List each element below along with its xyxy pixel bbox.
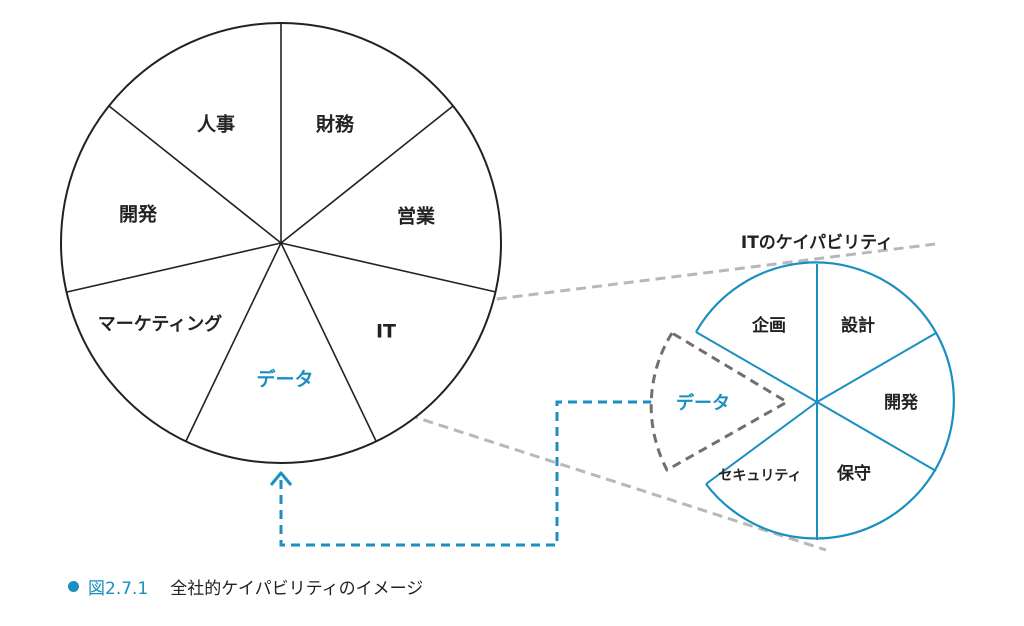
detail-segment-label-maintenance: 保守 — [836, 463, 871, 484]
main-segment-label-development: 開発 — [119, 203, 158, 226]
main-circle: 人事 財務 営業 IT データ マーケティング 開発 — [60, 22, 502, 464]
detail-segment-label-design: 設計 — [841, 315, 875, 336]
detail-circle: 企画 設計 開発 保守 セキュリティ — [695, 261, 955, 540]
link-dashed-path — [279, 400, 652, 547]
figure-caption-text: 全社的ケイパビリティのイメージ — [170, 578, 424, 599]
main-segment-label-sales: 営業 — [397, 205, 436, 228]
main-segment-label-it: IT — [376, 321, 396, 343]
detail-segment-label-planning: 企画 — [751, 315, 786, 336]
main-divider — [280, 242, 497, 293]
arrow-up-icon — [269, 471, 293, 486]
detail-segment-label-development: 開発 — [884, 392, 919, 413]
figure-number: 図2.7.1 — [88, 578, 149, 599]
figure-caption: 図2.7.1 全社的ケイパビリティのイメージ — [68, 572, 423, 600]
detail-divider — [816, 401, 937, 472]
main-segment-label-marketing: マーケティング — [98, 313, 223, 335]
zoom-line-bottom — [392, 408, 827, 552]
main-divider — [280, 105, 454, 244]
detail-segment-label-security: セキュリティ — [718, 468, 801, 484]
detail-divider — [705, 401, 818, 485]
detail-divider — [695, 331, 818, 403]
main-segment-label-hr: 人事 — [197, 113, 235, 136]
detail-circle-title: ITのケイパビリティ — [741, 233, 893, 253]
main-segment-label-data: データ — [256, 368, 313, 391]
detail-circle-outline — [695, 261, 955, 540]
data-wedge-label: データ — [676, 392, 730, 414]
main-divider — [66, 242, 282, 293]
main-segment-label-finance: 財務 — [316, 113, 355, 136]
main-divider — [185, 242, 282, 442]
data-wedge-outline — [649, 331, 789, 472]
bullet-dot-icon — [68, 580, 79, 592]
main-divider — [108, 105, 282, 244]
main-divider — [280, 242, 377, 442]
detail-divider — [816, 332, 937, 403]
